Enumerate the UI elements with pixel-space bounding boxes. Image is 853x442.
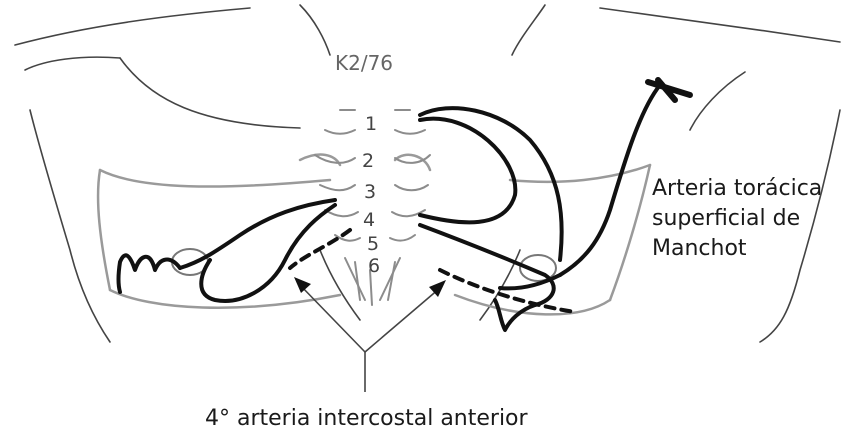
rib-number: 6	[368, 255, 380, 277]
rib-number: 5	[367, 233, 379, 255]
label-manchot-artery: Arteria torácica superficial de Manchot	[652, 174, 822, 264]
label-intercostal-artery: 4° arteria intercostal anterior	[205, 405, 528, 433]
pointer-lines	[300, 285, 440, 392]
handwritten-code: K2/76	[335, 51, 393, 75]
label-line: superficial de	[652, 204, 822, 234]
rib-number: 2	[362, 150, 374, 172]
rib-numbers: 1 2 3 4 5 6	[362, 113, 380, 277]
rib-number: 4	[363, 209, 375, 231]
rib-number: 3	[364, 181, 376, 203]
artery-manchot	[420, 85, 660, 330]
label-line: Arteria torácica	[652, 174, 822, 204]
label-line: Manchot	[652, 234, 822, 264]
rib-number: 1	[365, 113, 377, 135]
